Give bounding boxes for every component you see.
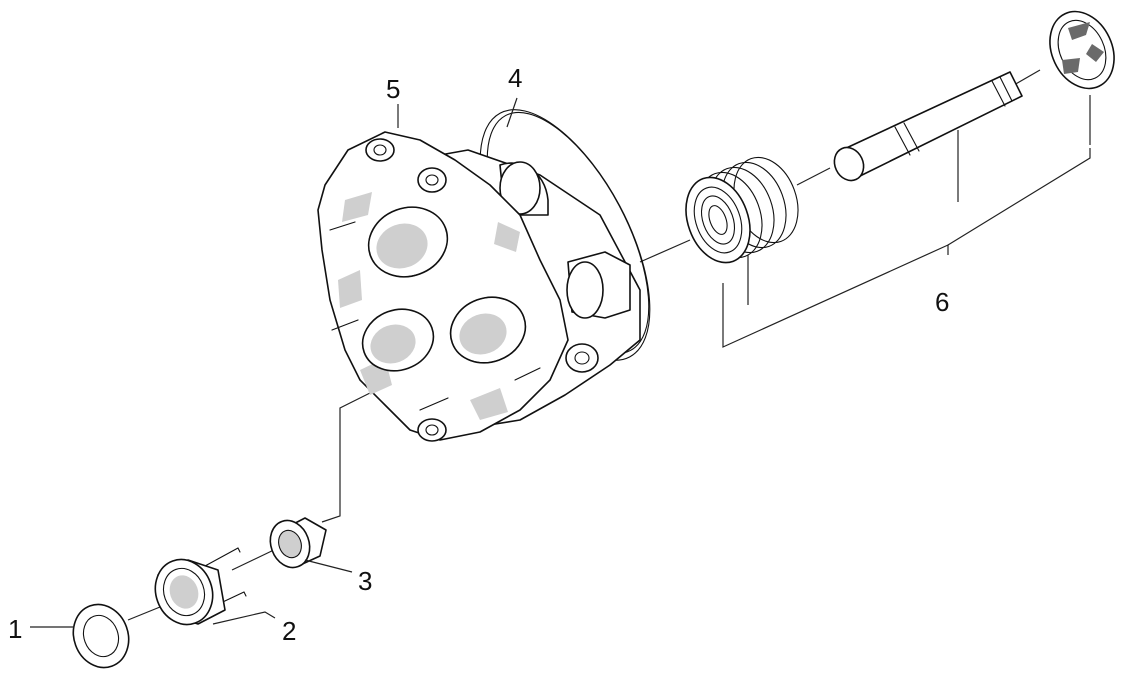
retainer-disc-part-6 <box>1049 10 1115 90</box>
spring-part-6 <box>685 156 799 264</box>
callout-leaders <box>30 95 1091 628</box>
callout-3: 3 <box>358 566 372 596</box>
seal-part-3 <box>269 517 327 569</box>
callout-4: 4 <box>508 63 522 93</box>
callout-6: 6 <box>935 287 949 317</box>
piston-part-6 <box>833 71 1023 182</box>
callout-labels: 1 2 3 4 5 6 <box>8 63 949 646</box>
callout-5: 5 <box>386 74 400 104</box>
callout-2: 2 <box>282 616 296 646</box>
washer-part-1 <box>72 603 130 669</box>
callout-1: 1 <box>8 614 22 644</box>
pump-housing-part-5 <box>317 131 641 442</box>
valve-insert-part-2 <box>154 547 247 626</box>
